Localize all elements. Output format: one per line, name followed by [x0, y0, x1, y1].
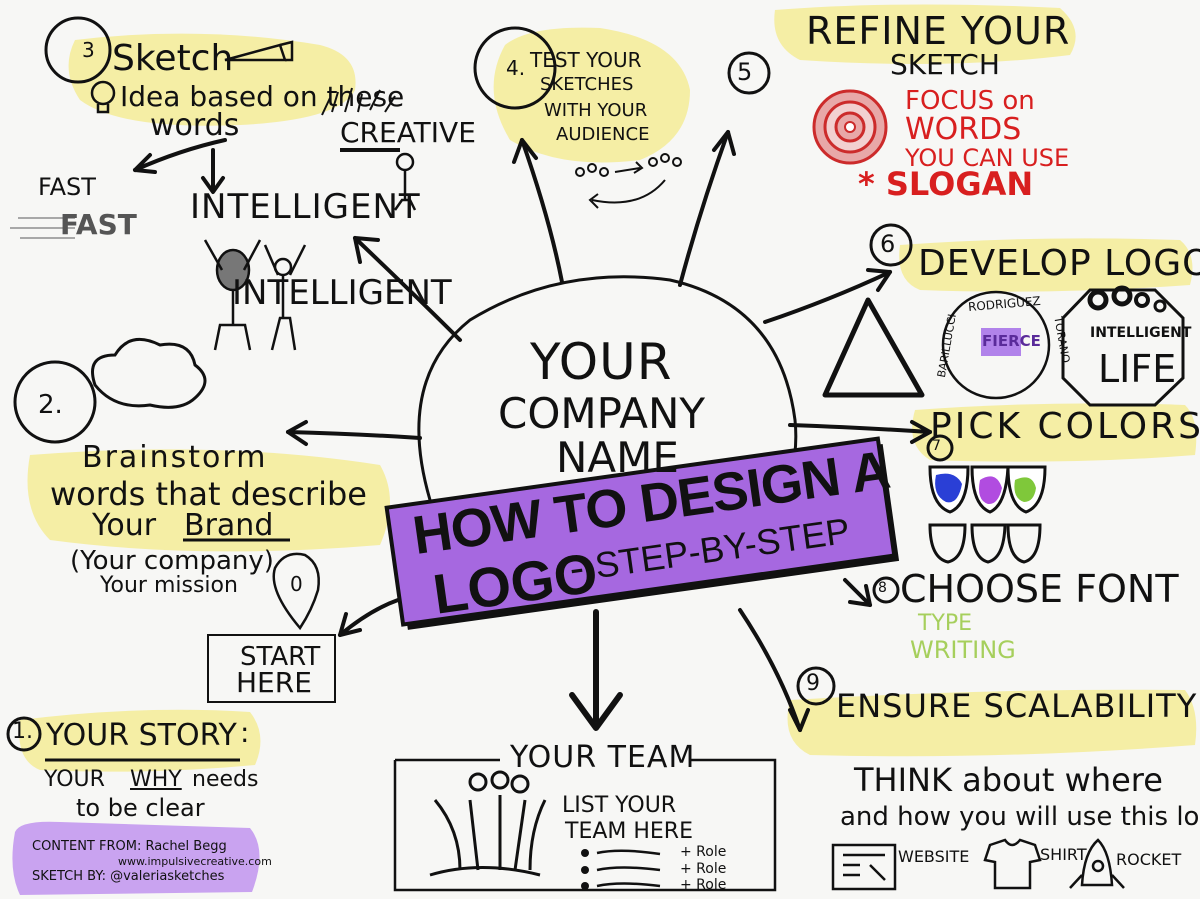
step6-number: 6 [880, 230, 896, 258]
octagon-text-bottom: LIFE [1098, 347, 1177, 391]
step3-intelligent2: INTELLIGENT [232, 273, 452, 313]
team-list2: TEAM HERE [565, 819, 693, 844]
company-name-line1: YOUR [530, 333, 673, 391]
credits-line1: CONTENT FROM: Rachel Begg [32, 839, 227, 854]
step4-line4: AUDIENCE [556, 124, 650, 145]
step5-red3: YOU CAN USE [905, 144, 1070, 172]
step3-number: 3 [82, 38, 95, 62]
company-name-line2: COMPANY [498, 389, 706, 438]
step5-red2: WORDS [905, 112, 1022, 147]
step4-line1: TEST YOUR [530, 48, 642, 72]
step2-line3b: Brand [184, 508, 274, 543]
step9-body2: and how you will use this logo [840, 802, 1200, 832]
company-circle [417, 275, 798, 511]
team-role-lines [596, 849, 661, 888]
pencil-icon [224, 40, 294, 62]
step8-title: CHOOSE FONT [900, 567, 1179, 611]
creative-burst-icon [321, 87, 396, 116]
step2-line4: (Your company) [70, 546, 274, 576]
step8-green2: WRITING [910, 636, 1016, 664]
step1-number: 1. [12, 719, 33, 744]
step7-title: PICK COLORS [930, 406, 1200, 447]
team-role-bullets [581, 849, 589, 890]
step4-number: 4. [506, 56, 526, 80]
highlighter-blobs [19, 4, 1197, 772]
audience-icon [575, 153, 682, 209]
credits-line2: www.impulsivecreative.com [118, 855, 272, 868]
step5-title1: REFINE YOUR [806, 9, 1071, 53]
title-banner-shape [384, 436, 900, 630]
round-badge-logo [941, 290, 1051, 400]
step1-body-c: needs [192, 767, 259, 792]
step4-line3: WITH YOUR [544, 100, 648, 121]
step3-intelligent1: INTELLIGENT [190, 187, 421, 227]
step5-number: 5 [737, 58, 753, 86]
step3-title: Sketch [112, 38, 234, 79]
step1-body-a: YOUR [44, 767, 105, 792]
step8-green1: TYPE [918, 611, 973, 636]
step9-icon2-label: SHIRT [1040, 845, 1087, 864]
step5-red4: * SLOGAN [858, 165, 1034, 203]
step2-line3a: Your [92, 508, 157, 543]
step1-colon: : [240, 716, 250, 749]
step2-line5: Your mission [100, 573, 238, 598]
underlines [45, 148, 400, 762]
step-number-circles [6, 16, 954, 752]
octagon-logo [1061, 285, 1185, 407]
step3-words: words [150, 108, 240, 143]
scalability-icons [831, 838, 1125, 891]
step0-line1: START [240, 642, 321, 672]
step5-red1: FOCUS on [905, 86, 1035, 116]
credits-line3: SKETCH BY: @valeriasketches [32, 869, 225, 884]
step2-number: 2. [38, 390, 63, 420]
step2-line2: words that describe [50, 475, 367, 513]
credits-background [12, 821, 260, 895]
step7-number: 7 [932, 438, 941, 454]
step3-fast2: FAST [60, 208, 137, 241]
step2-line1: Brainstorm [82, 440, 268, 475]
lightbulb-icon [90, 80, 116, 114]
team-people-icon [429, 770, 547, 877]
team-role2: + Role [680, 861, 727, 877]
step6-title: DEVELOP LOGO [918, 243, 1200, 284]
team-title: YOUR TEAM [510, 740, 696, 775]
team-box [393, 758, 777, 892]
stick-figures [203, 152, 417, 351]
step9-icon3-label: ROCKET [1116, 850, 1182, 869]
step9-icon1-label: WEBSITE [898, 847, 970, 866]
step9-body1: THINK about where [854, 761, 1163, 799]
connector-arrows [133, 130, 932, 732]
step0-number: 0 [290, 572, 303, 596]
badge-text-center: FIERCE [982, 332, 1041, 350]
step1-body2: to be clear [76, 794, 205, 822]
step9-number: 9 [806, 671, 820, 696]
step0-line2: HERE [236, 666, 312, 699]
color-swatches [928, 465, 1047, 564]
triangle-logo-shape [822, 297, 925, 398]
company-name-line3: NAME [556, 433, 679, 482]
brain-cloud-icon [91, 337, 207, 409]
pin-icon [272, 552, 320, 631]
step4-line2: SKETCHES [540, 74, 634, 95]
step3-creative: CREATIVE [340, 116, 476, 149]
step1-title: YOUR STORY [46, 718, 237, 753]
step5-title2: SKETCH [890, 48, 1000, 81]
step1-body-b: WHY [130, 767, 182, 792]
step3-fast1: FAST [38, 173, 96, 201]
team-list1: LIST YOUR [562, 793, 677, 818]
target-icon [812, 89, 888, 165]
step8-number: 8 [878, 580, 887, 596]
start-box [207, 634, 336, 703]
fast-speed-lines [10, 217, 75, 239]
team-role1: + Role [680, 844, 727, 860]
step9-title: ENSURE SCALABILITY [836, 687, 1198, 725]
step3-idea: Idea based on these [120, 80, 405, 113]
team-role3: + Role [680, 877, 727, 893]
octagon-text-mid: INTELLIGENT [1090, 325, 1192, 341]
